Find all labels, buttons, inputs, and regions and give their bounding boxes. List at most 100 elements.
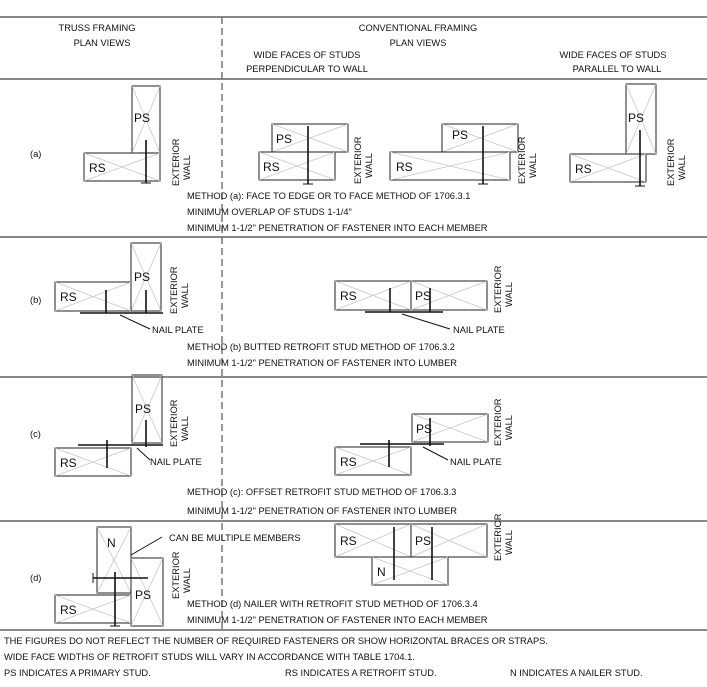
rs-label: RS — [396, 160, 413, 174]
wall-label: WALL — [504, 282, 514, 307]
row-letter-d: (d) — [30, 573, 41, 583]
diagram-b-truss: PS RS NAIL PLATE EXTERIOR WALL — [54, 242, 204, 335]
retrofit-stud-box — [54, 447, 132, 477]
exterior-label: EXTERIOR — [171, 551, 181, 599]
wall-label: WALL — [528, 153, 538, 178]
diagram-c-truss: PS RS NAIL PLATE EXTERIOR WALL — [54, 374, 202, 477]
ps-label: PS — [415, 289, 431, 303]
ps-label: PS — [628, 111, 644, 125]
diagram-d-truss: N PS RS CAN BE MULTIPLE MEMBERS EXTERIOR… — [54, 526, 301, 627]
row-d-note-1: METHOD (d) NAILER WITH RETROFIT STUD MET… — [187, 599, 478, 609]
wall-label: WALL — [182, 568, 192, 593]
exterior-label: EXTERIOR — [493, 513, 503, 561]
parallel-header-line2: PARALLEL TO WALL — [573, 64, 662, 74]
nail-plate-label: NAIL PLATE — [450, 457, 502, 467]
row-a-note-1: METHOD (a): FACE TO EDGE OR TO FACE METH… — [187, 191, 470, 201]
wall-label: WALL — [182, 155, 192, 180]
exterior-label: EXTERIOR — [353, 136, 363, 184]
diagram-a-perpendicular-2: PS RS EXTERIOR WALL — [389, 123, 538, 185]
retrofit-stud-box — [83, 152, 161, 182]
conventional-header-line2: PLAN VIEWS — [390, 38, 447, 48]
retrofit-stud-box — [54, 281, 132, 312]
nailer-stud-box — [371, 556, 449, 586]
parallel-header-line1: WIDE FACES OF STUDS — [560, 50, 667, 60]
wall-label: WALL — [364, 153, 374, 178]
primary-stud-box — [410, 523, 488, 558]
primary-stud-box — [130, 557, 164, 627]
rs-label: RS — [340, 455, 357, 469]
exterior-label: EXTERIOR — [666, 138, 676, 186]
footer-line-1: THE FIGURES DO NOT REFLECT THE NUMBER OF… — [4, 636, 548, 646]
ps-label: PS — [415, 534, 431, 548]
nail-plate-label: NAIL PLATE — [453, 325, 505, 335]
row-a-note-3: MINIMUM 1-1/2" PENETRATION OF FASTENER I… — [187, 223, 488, 233]
ps-label: PS — [416, 422, 432, 436]
truss-header-line2: PLAN VIEWS — [74, 38, 131, 48]
nail-plate-leader — [136, 447, 151, 461]
diagram-a-perpendicular-1: PS RS EXTERIOR WALL — [258, 123, 374, 185]
row-letter-c: (c) — [30, 429, 41, 439]
row-letter-b: (b) — [30, 295, 41, 305]
wall-label: WALL — [180, 283, 190, 308]
row-a-note-2: MINIMUM OVERLAP OF STUDS 1-1/4" — [187, 207, 352, 217]
retrofit-stud-box — [334, 446, 412, 476]
nail-plate-leader — [401, 313, 451, 330]
nail-plate-leader — [119, 314, 151, 330]
ps-label: PS — [134, 111, 150, 125]
diagram-b-conventional: RS PS NAIL PLATE EXTERIOR WALL — [334, 265, 514, 335]
retrofit-stud-box — [54, 594, 132, 624]
rs-label: RS — [89, 161, 106, 175]
primary-stud-box — [411, 413, 489, 443]
rs-label: RS — [575, 162, 592, 176]
primary-stud-box — [131, 374, 163, 444]
multiple-members-leader — [130, 536, 163, 556]
nail-plate-leader — [422, 446, 449, 461]
nail-plate-label: NAIL PLATE — [152, 325, 204, 335]
exterior-label: EXTERIOR — [169, 399, 179, 447]
rs-label: RS — [60, 456, 77, 470]
row-c-note-2: MINIMUM 1-1/2" PENETRATION OF FASTENER I… — [187, 506, 457, 516]
rs-label: RS — [60, 603, 77, 617]
n-label: N — [107, 536, 116, 550]
ps-label: PS — [134, 270, 150, 284]
exterior-label: EXTERIOR — [493, 265, 503, 313]
n-label: N — [377, 565, 386, 579]
primary-stud-box — [410, 280, 488, 311]
ps-label: PS — [135, 588, 151, 602]
diagram-c-conventional: PS RS NAIL PLATE EXTERIOR WALL — [334, 398, 514, 476]
exterior-label: EXTERIOR — [493, 398, 503, 446]
multiple-members-label: CAN BE MULTIPLE MEMBERS — [169, 533, 301, 543]
retrofit-stud-box — [389, 151, 511, 181]
wall-label: WALL — [504, 415, 514, 440]
wall-label: WALL — [180, 416, 190, 441]
exterior-label: EXTERIOR — [169, 266, 179, 314]
ps-label: PS — [452, 128, 468, 142]
row-d-note-2: MINIMUM 1-1/2" PENETRATION OF FASTENER I… — [187, 615, 488, 625]
retrofit-stud-box — [569, 153, 647, 183]
footer-line-2: WIDE FACE WIDTHS OF RETROFIT STUDS WILL … — [4, 652, 415, 662]
rs-label: RS — [60, 290, 77, 304]
rs-label: RS — [263, 160, 280, 174]
exterior-label: EXTERIOR — [171, 138, 181, 186]
row-c-note-1: METHOD (c): OFFSET RETROFIT STUD METHOD … — [187, 487, 456, 497]
row-letter-a: (a) — [30, 149, 41, 159]
ps-label: PS — [276, 132, 292, 146]
rs-label: RS — [340, 534, 357, 548]
wall-label: WALL — [677, 155, 687, 180]
footer-rs-definition: RS INDICATES A RETROFIT STUD. — [285, 668, 437, 678]
retrofit-stud-box — [258, 151, 336, 181]
ps-label: PS — [135, 402, 151, 416]
perpendicular-header-line2: PERPENDICULAR TO WALL — [246, 64, 368, 74]
conventional-header-line1: CONVENTIONAL FRAMING — [359, 23, 477, 33]
wall-label: WALL — [504, 530, 514, 555]
diagram-d-conventional: RS PS N EXTERIOR WALL — [334, 513, 514, 586]
footer-n-definition: N INDICATES A NAILER STUD. — [510, 668, 643, 678]
rs-label: RS — [340, 289, 357, 303]
row-b-note-1: METHOD (b) BUTTED RETROFIT STUD METHOD O… — [187, 342, 455, 352]
diagram-a-parallel: PS RS EXTERIOR WALL — [569, 83, 687, 187]
truss-header-line1: TRUSS FRAMING — [59, 23, 136, 33]
perpendicular-header-line1: WIDE FACES OF STUDS — [254, 50, 361, 60]
diagram-a-truss: PS RS EXTERIOR WALL — [83, 85, 192, 186]
exterior-label: EXTERIOR — [517, 136, 527, 184]
